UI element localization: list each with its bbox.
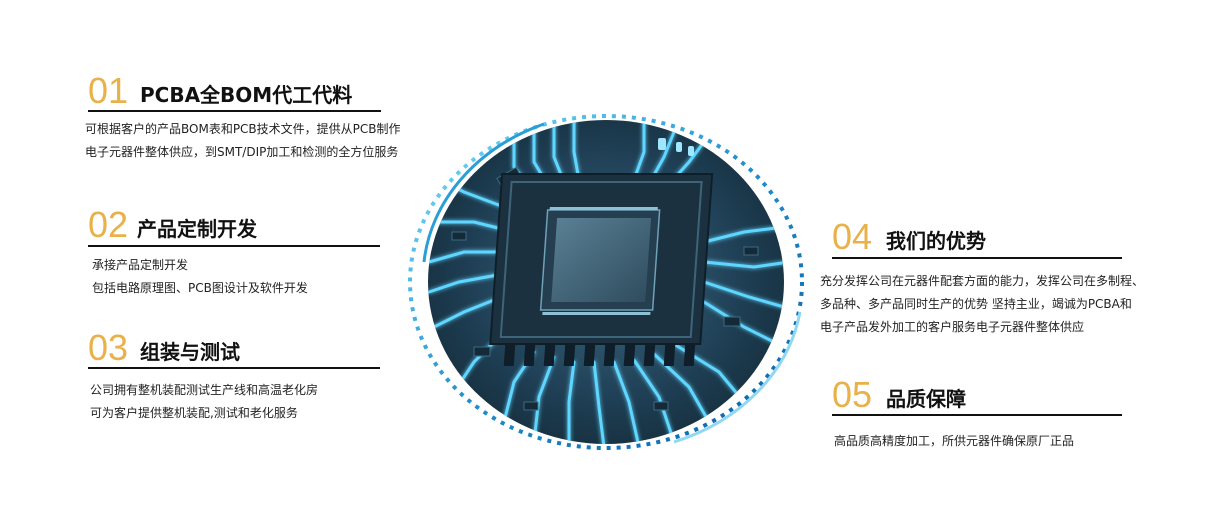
section-description: 充分发挥公司在元器件配套方面的能力，发挥公司在多制程、 多品种、多产品同时生产的…: [820, 270, 1144, 339]
description-line: 高品质高精度加工，所供元器件确保原厂正品: [834, 434, 1075, 448]
title-underline: [88, 110, 381, 112]
description-line: 充分发挥公司在元器件配套方面的能力，发挥公司在多制程、: [820, 274, 1145, 288]
section-05: 05 品质保障 高品质高精度加工，所供元器件确保原厂正品: [832, 374, 1202, 448]
section-description: 承接产品定制开发 包括电路原理图、PCB图设计及软件开发: [92, 254, 308, 300]
description-line: 公司拥有整机装配测试生产线和高温老化房: [90, 383, 319, 397]
description-line: 可为客户提供整机装配,测试和老化服务: [90, 406, 298, 420]
section-title: PCBA全BOM代工代料: [140, 83, 353, 107]
section-description: 可根据客户的产品BOM表和PCB技术文件，提供从PCB制作 电子元器件整体供应，…: [85, 118, 401, 164]
section-number: 01: [88, 70, 129, 111]
section-number: 04: [832, 216, 873, 257]
section-title: 品质保障: [886, 387, 966, 411]
section-description: 公司拥有整机装配测试生产线和高温老化房 可为客户提供整机装配,测试和老化服务: [90, 379, 318, 425]
title-underline: [88, 245, 380, 247]
section-04: 04 我们的优势 充分发挥公司在元器件配套方面的能力，发挥公司在多制程、 多品种…: [820, 216, 1202, 335]
section-title: 组装与测试: [140, 340, 240, 364]
section-title: 我们的优势: [886, 229, 986, 253]
section-number: 02: [88, 204, 129, 245]
section-02: 02 产品定制开发 承接产品定制开发 包括电路原理图、PCB图设计及软件开发: [88, 204, 468, 295]
title-underline: [832, 414, 1122, 416]
section-title: 产品定制开发: [137, 217, 257, 241]
title-underline: [88, 367, 380, 369]
description-line: 电子元器件整体供应，到SMT/DIP加工和检测的全方位服务: [85, 145, 399, 159]
description-line: 可根据客户的产品BOM表和PCB技术文件，提供从PCB制作: [85, 122, 401, 136]
section-03: 03 组装与测试 公司拥有整机装配测试生产线和高温老化房 可为客户提供整机装配,…: [88, 327, 468, 420]
section-number: 05: [832, 374, 873, 415]
title-underline: [832, 257, 1122, 259]
description-line: 电子产品发外加工的客户服务电子元器件整体供应: [820, 320, 1085, 334]
section-number: 03: [88, 327, 129, 368]
section-01: 01 PCBA全BOM代工代料 可根据客户的产品BOM表和PCB技术文件，提供从…: [85, 70, 468, 160]
description-line: 多品种、多产品同时生产的优势 坚持主业，竭诚为PCBA和: [820, 297, 1132, 311]
section-description: 高品质高精度加工，所供元器件确保原厂正品: [834, 430, 1074, 453]
description-line: 包括电路原理图、PCB图设计及软件开发: [92, 281, 308, 295]
description-line: 承接产品定制开发: [92, 258, 189, 272]
chip-circuit-image: [404, 112, 808, 452]
